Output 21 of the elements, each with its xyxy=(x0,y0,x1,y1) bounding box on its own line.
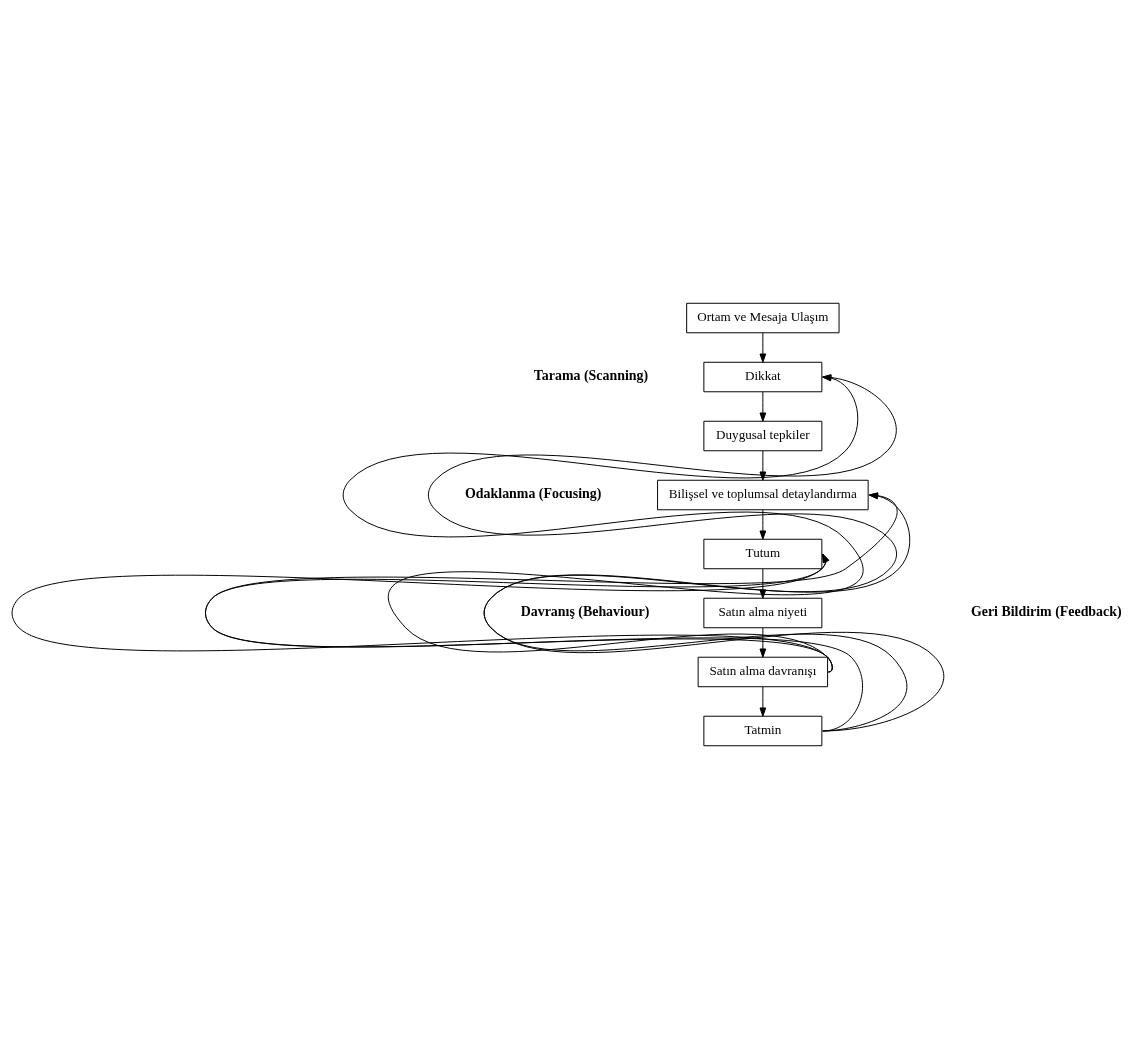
node-box: Duygusal tepkiler xyxy=(703,420,823,451)
node-box: Tatmin xyxy=(703,715,823,746)
arrow xyxy=(11,553,833,672)
arrow xyxy=(759,450,767,481)
arrow xyxy=(759,332,767,363)
node-box: Satın alma davranışı xyxy=(697,656,829,687)
arrow xyxy=(205,553,863,731)
arrow xyxy=(759,686,767,717)
node-box: Ortam ve Mesaja Ulaşım xyxy=(686,302,840,333)
arrow xyxy=(759,391,767,422)
arrow xyxy=(483,492,911,731)
label: Davranış (Behaviour) xyxy=(520,603,650,619)
label: Tarama (Scanning) xyxy=(533,367,649,383)
node-box: Satın alma niyeti xyxy=(703,597,823,628)
label: Geri Bildirim (Feedback) xyxy=(970,603,1122,619)
label: Odaklanma (Focusing) xyxy=(465,485,602,501)
node-box: Bilişsel ve toplumsal detaylandırma xyxy=(657,479,869,510)
node-box: Tutum xyxy=(703,538,823,569)
arrow xyxy=(759,627,767,658)
node-box: Dikkat xyxy=(703,361,823,392)
arrow xyxy=(759,509,767,540)
